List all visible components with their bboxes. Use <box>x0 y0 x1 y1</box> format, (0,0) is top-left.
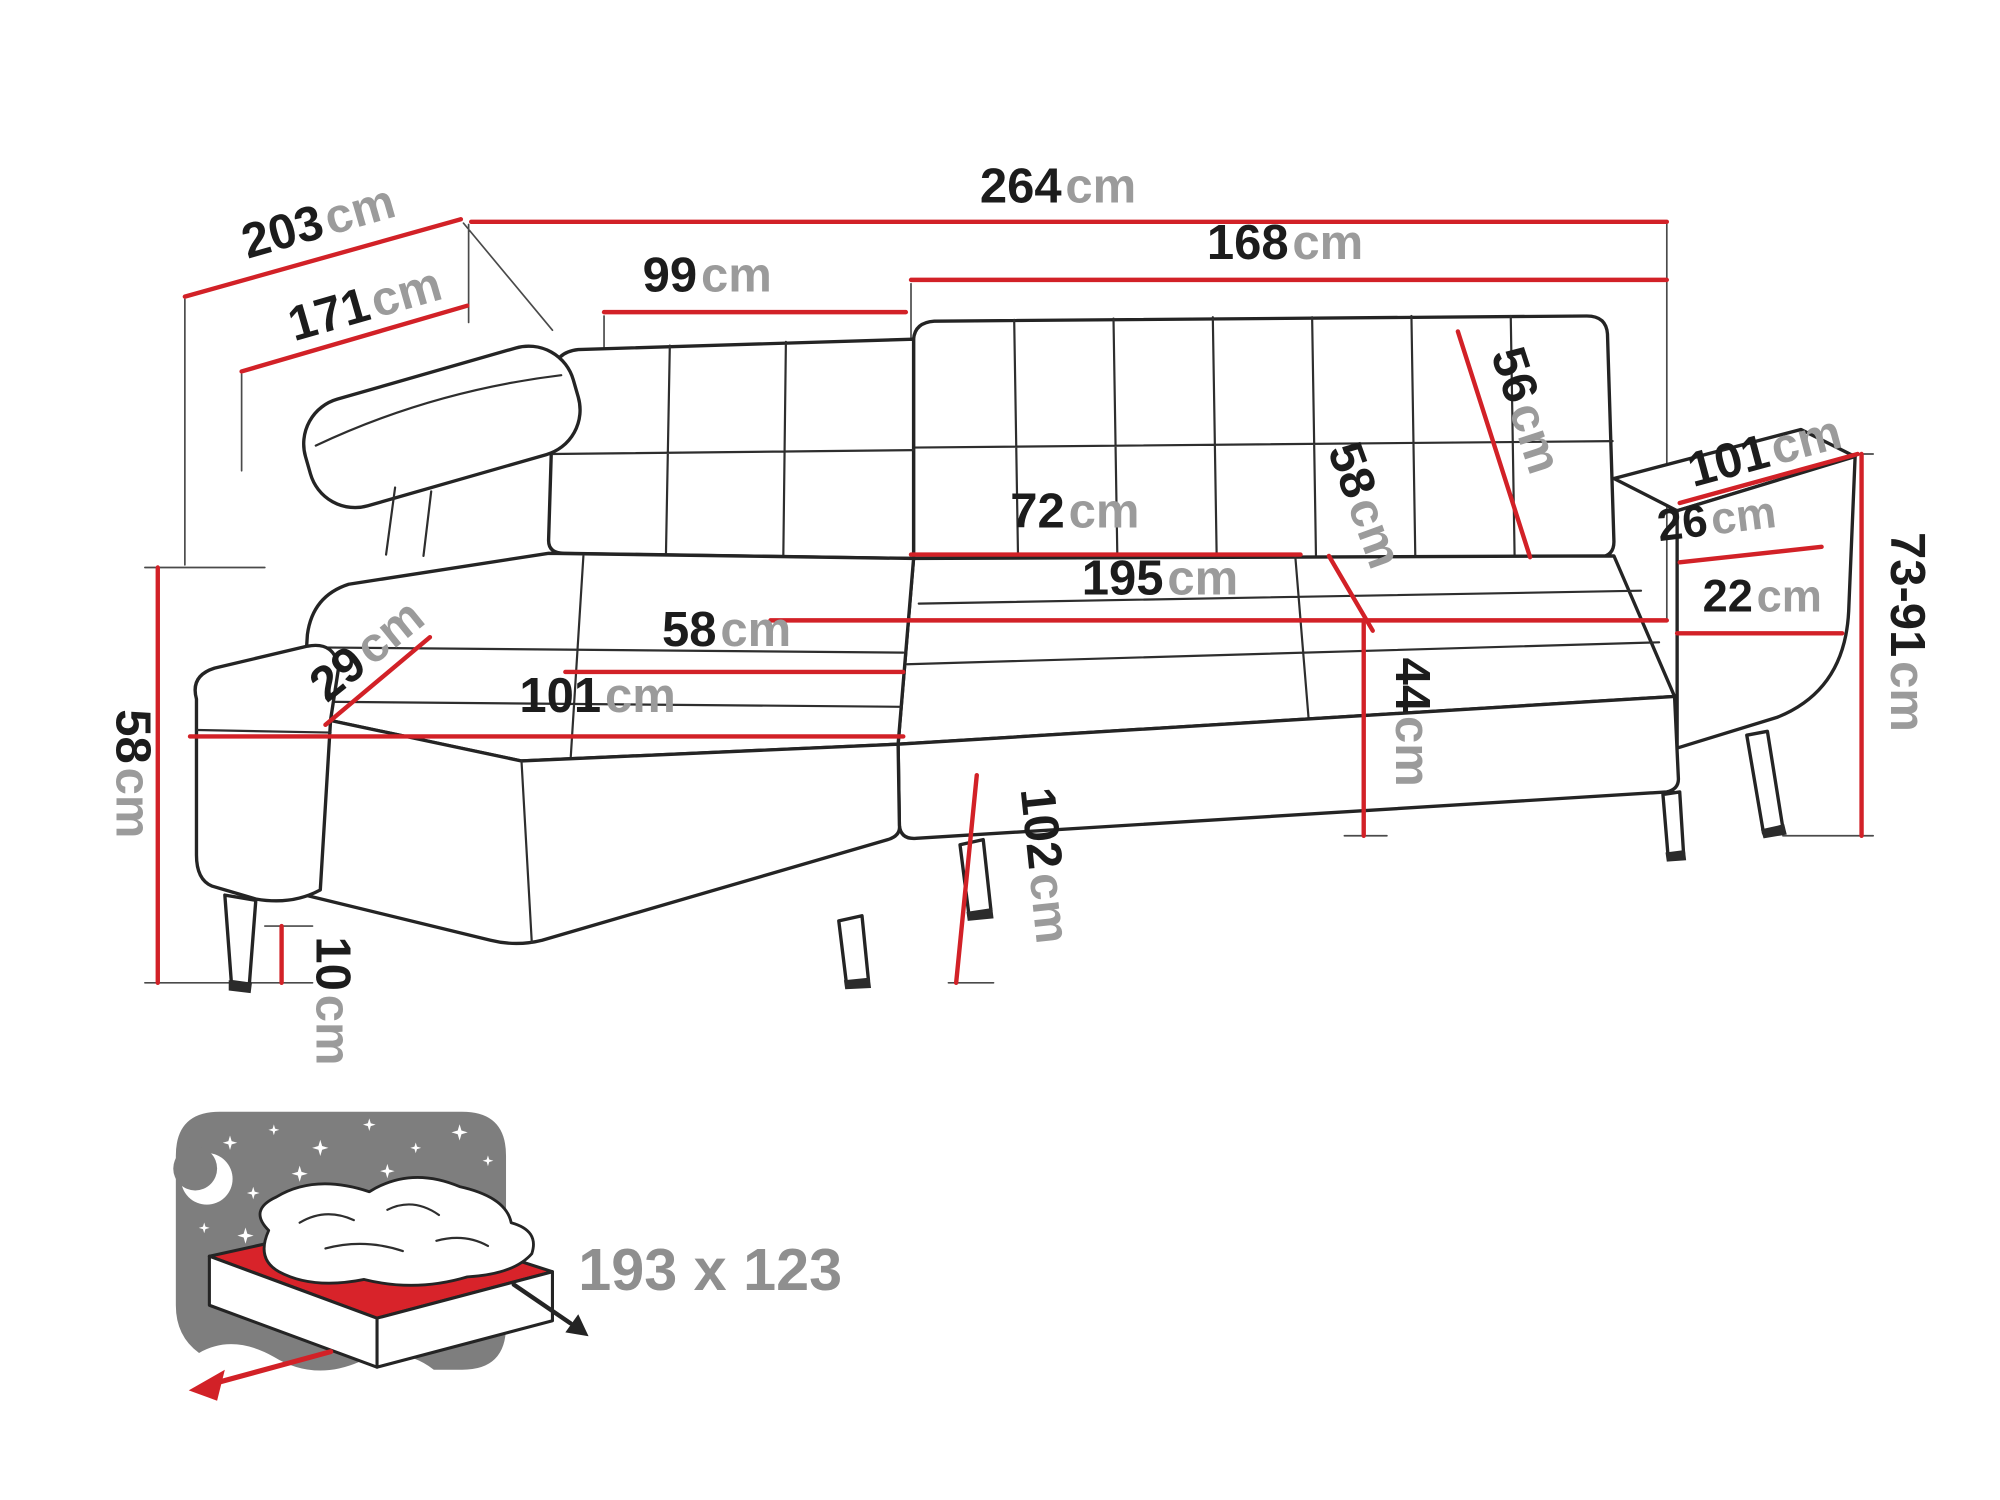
dimension-line-depth-inner <box>239 303 470 374</box>
dimension-line-armrest-top-width <box>1677 544 1824 565</box>
dim-depth-total-label: 203cm <box>236 174 401 269</box>
sofa-backrest-right-tufting <box>912 314 1614 560</box>
left-armrest-seam <box>196 728 332 734</box>
right-armrest-side <box>1675 454 1857 750</box>
moon-icon <box>173 1146 233 1205</box>
dim-side-height-label: 58cm <box>106 709 160 838</box>
seat-right-tufting <box>906 556 1661 732</box>
unfold-arrow-black-icon <box>511 1282 589 1337</box>
dimension-line-backrest-height <box>1455 329 1533 560</box>
dimension-line-left-armrest-width <box>323 634 433 728</box>
headrest-support <box>384 486 433 557</box>
dim-total-height-label: 73-91cm <box>1880 532 1934 732</box>
dim-seat-height-label: 44cm <box>1385 658 1439 787</box>
dimension-line-depth-total <box>182 217 464 299</box>
blanket <box>258 1176 535 1287</box>
sofa-backrest-left-tufting <box>550 340 915 557</box>
dim-armrest-top-width-label: 26cm <box>1654 486 1779 551</box>
bed-size-label: 193 x 123 <box>578 1236 842 1303</box>
sofa-drawing <box>193 314 1857 994</box>
seat-right-front-face <box>896 694 1681 841</box>
dimension-line-armrest-length <box>1677 451 1860 506</box>
chaise-front-seam <box>520 759 533 944</box>
dimension-line-chaise-depth <box>953 772 979 985</box>
unfold-arrow-red-icon <box>188 1349 334 1401</box>
sofa-legs <box>223 729 1787 994</box>
dimension-lines <box>155 217 1864 985</box>
sofa-backrest-left <box>546 337 916 561</box>
headrest-pillow <box>302 344 582 510</box>
bed-function-icon: 193 x 123 <box>173 1111 842 1401</box>
left-armrest <box>193 643 341 903</box>
mattress-drawing <box>188 1176 589 1401</box>
dim-chaise-depth-label: 102cm <box>1010 785 1080 946</box>
dim-leg-height-label: 10cm <box>305 936 359 1065</box>
